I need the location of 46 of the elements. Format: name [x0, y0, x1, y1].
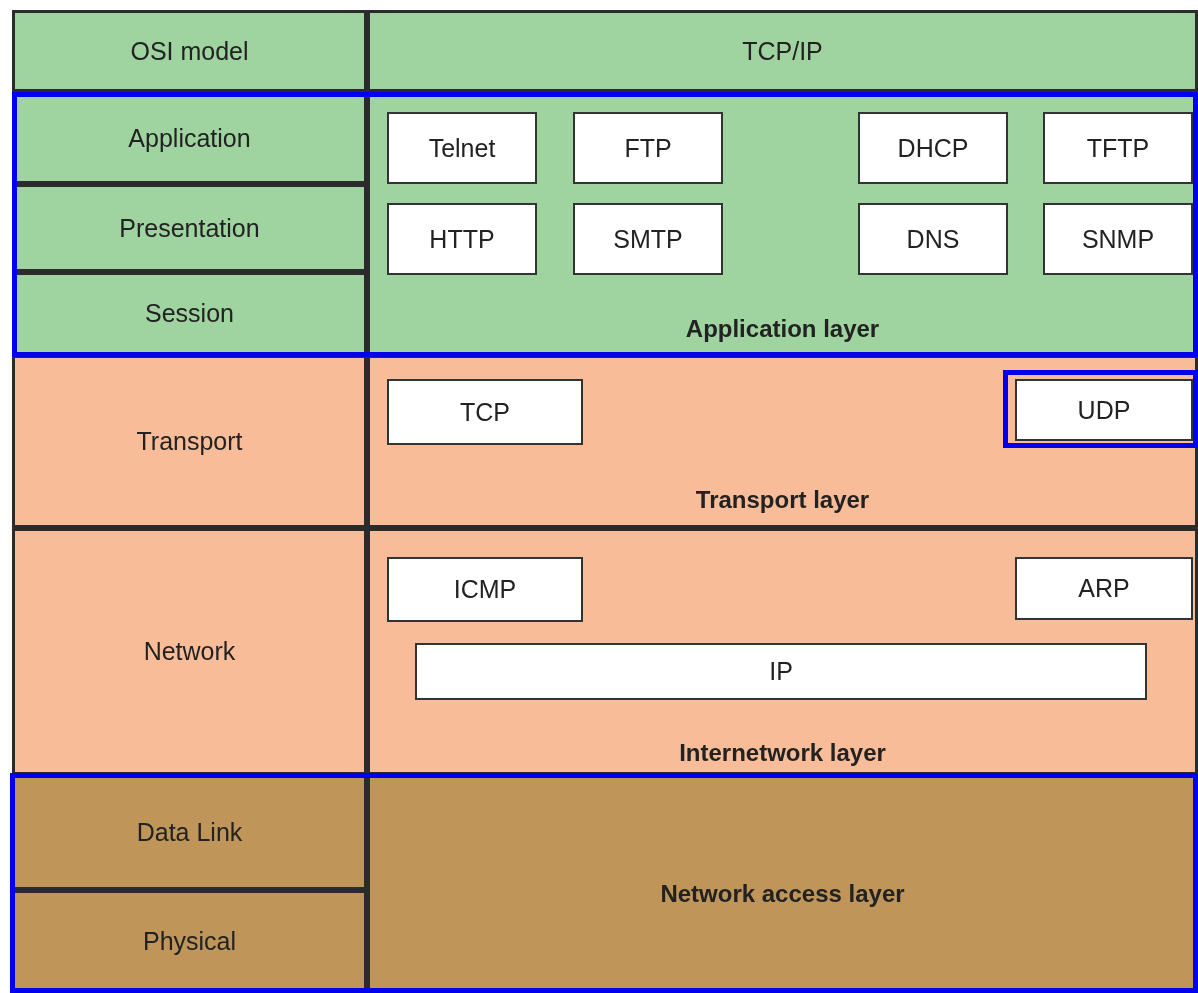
protocol-box — [858, 203, 1008, 275]
protocol-label: SMTP — [613, 224, 683, 254]
layer-name: Physical — [142, 927, 237, 956]
protocol-box — [1043, 203, 1193, 275]
layer-name: Network — [143, 637, 236, 666]
protocol-label: TCP — [460, 397, 510, 427]
layer-name: TCP/IP — [742, 36, 823, 66]
protocol-box — [387, 379, 583, 445]
protocol-box — [387, 112, 537, 184]
layer-band — [367, 355, 1198, 528]
protocol-label: ARP — [1078, 574, 1130, 603]
layer-name: Data Link — [136, 818, 243, 847]
layer-band — [367, 528, 1198, 775]
protocol-box — [1015, 557, 1193, 620]
protocol-label: DHCP — [897, 133, 969, 163]
protocol-box — [858, 112, 1008, 184]
layer-name: Application — [128, 123, 251, 153]
protocol-box — [387, 557, 583, 622]
protocol-box — [1043, 112, 1193, 184]
layer-name: OSI model — [130, 36, 249, 66]
protocol-label: TFTP — [1086, 133, 1150, 163]
table-cell — [12, 775, 367, 890]
protocol-box — [1015, 379, 1193, 441]
layer-name: Session — [145, 299, 234, 328]
layer-title: Network access layer — [659, 880, 906, 908]
protocol-box — [573, 112, 723, 184]
protocol-label: ICMP — [453, 575, 517, 604]
protocol-label: DNS — [906, 224, 960, 254]
table-cell — [367, 10, 1198, 92]
table-cell — [12, 355, 367, 528]
layer-title: Application layer — [684, 315, 881, 343]
layer-name: Presentation — [119, 213, 260, 243]
protocol-label: Telnet — [428, 133, 496, 163]
protocol-box — [387, 203, 537, 275]
layer-title: Transport layer — [694, 486, 871, 514]
table-cell — [12, 528, 367, 775]
table-cell — [12, 10, 367, 92]
protocol-label: FTP — [624, 133, 672, 163]
protocol-label: HTTP — [429, 224, 495, 254]
layer-name: Transport — [136, 427, 243, 456]
layer-title: Internetwork layer — [678, 739, 887, 767]
protocol-label: IP — [769, 657, 793, 686]
protocol-box — [415, 643, 1147, 700]
protocol-label: UDP — [1077, 395, 1131, 425]
protocol-label: SNMP — [1081, 224, 1155, 254]
protocol-box — [573, 203, 723, 275]
